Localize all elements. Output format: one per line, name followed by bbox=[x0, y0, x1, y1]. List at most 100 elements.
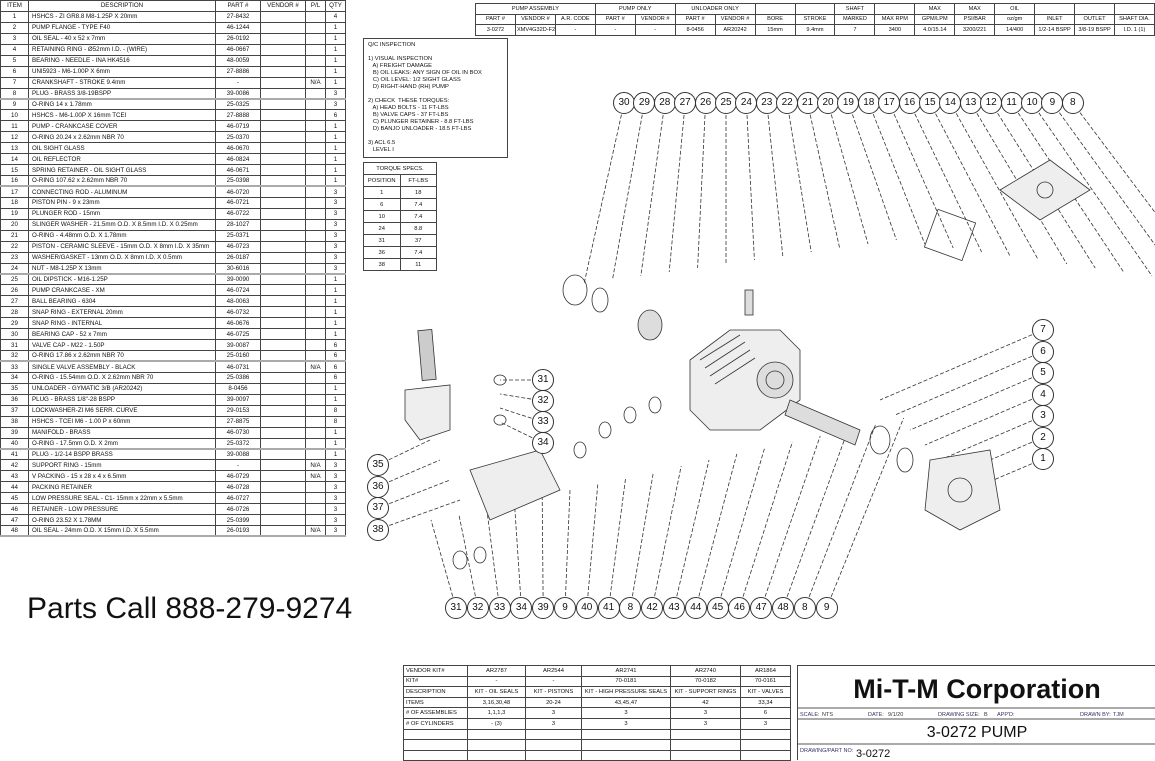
kit-cell: DESCRIPTION bbox=[403, 686, 468, 698]
date-label: DATE: bbox=[868, 712, 884, 718]
callout-balloon-28: 28 bbox=[653, 92, 676, 114]
parts-cell: 48-0059 bbox=[215, 54, 261, 67]
torque-cell: 36 bbox=[363, 246, 401, 259]
kit-cell: 20-24 bbox=[525, 696, 582, 709]
torque-cell: 10 bbox=[363, 210, 401, 223]
parts-cell: 45 bbox=[0, 492, 29, 505]
parts-cell: N/A bbox=[305, 459, 326, 472]
drawing-title: 3-0272 PUMP bbox=[926, 724, 1028, 741]
parts-cell bbox=[305, 32, 326, 45]
parts-cell: PLUG - BRASS 1/8"-28 BSPP bbox=[28, 393, 216, 406]
parts-cell: 15 bbox=[0, 164, 29, 176]
parts-cell: BALL BEARING - 6304 bbox=[28, 295, 216, 308]
kit-cell bbox=[467, 728, 526, 741]
crankcase-cover bbox=[999, 159, 1091, 221]
parts-cell: 8 bbox=[0, 87, 29, 100]
parts-cell: 46-1244 bbox=[215, 21, 261, 34]
spec-group-header bbox=[1034, 3, 1076, 15]
parts-cell: 29-0153 bbox=[215, 404, 261, 417]
parts-cell bbox=[305, 295, 326, 308]
kit-cell bbox=[403, 749, 468, 761]
kit-cell bbox=[740, 728, 791, 741]
parts-cell: 44 bbox=[0, 481, 29, 494]
parts-cell: 46-0667 bbox=[215, 43, 261, 56]
leader-line bbox=[586, 483, 599, 609]
spec-group-header bbox=[794, 3, 836, 15]
kit-cell: 3 bbox=[740, 717, 791, 730]
kit-cell: 33,34 bbox=[740, 696, 791, 709]
parts-cell: 1 bbox=[325, 65, 346, 78]
parts-cell bbox=[260, 240, 306, 253]
callout-balloon-41: 41 bbox=[597, 597, 620, 619]
parts-cell: 3 bbox=[325, 525, 346, 538]
parts-cell: OIL SEAL - 24mm O.D. X 15mm I.D. X 5.5mm bbox=[28, 525, 216, 538]
parts-cell: 19 bbox=[0, 207, 29, 220]
kit-cell: KIT - VALVES bbox=[740, 686, 791, 698]
parts-cell: 26-0193 bbox=[215, 525, 261, 538]
leader-line bbox=[668, 102, 686, 273]
drawing-size-label: DRAWING SIZE: bbox=[938, 712, 980, 718]
callout-balloon-40: 40 bbox=[575, 597, 598, 619]
callout-balloon-44: 44 bbox=[684, 597, 707, 619]
parts-cell: 46-0719 bbox=[215, 120, 261, 133]
parts-cell: 25-0371 bbox=[215, 229, 261, 242]
parts-cell: 27-8888 bbox=[215, 109, 261, 122]
parts-cell: 30-6016 bbox=[215, 262, 261, 275]
callout-balloon-9: 9 bbox=[1041, 92, 1064, 114]
spec-header: SHAFT DIA. bbox=[1114, 13, 1155, 25]
parts-cell bbox=[260, 382, 306, 395]
parts-cell: 1 bbox=[325, 448, 346, 461]
parts-cell: NUT - M8-1.25P X 13mm bbox=[28, 262, 216, 275]
parts-cell bbox=[305, 43, 326, 56]
parts-cell: 1 bbox=[0, 10, 29, 23]
torque-cell: 31 bbox=[363, 234, 401, 247]
parts-cell bbox=[260, 229, 306, 242]
leader-line bbox=[1011, 102, 1124, 273]
callout-balloon-36: 36 bbox=[367, 475, 389, 498]
parts-cell: O-RING 20.24 x 2.62mm NBR 70 bbox=[28, 131, 216, 144]
leader-line bbox=[760, 435, 821, 609]
parts-cell: RETAINER - LOW PRESSURE bbox=[28, 503, 216, 516]
parts-cell: 46-0722 bbox=[215, 207, 261, 220]
parts-cell: 11 bbox=[0, 120, 29, 133]
parts-cell: 25-0399 bbox=[215, 514, 261, 526]
leader-line bbox=[1052, 102, 1155, 246]
callout-balloon-34: 34 bbox=[510, 597, 533, 619]
parts-cell bbox=[305, 251, 326, 264]
kit-cell: 1,1,1,3 bbox=[467, 707, 526, 719]
leader-line bbox=[766, 102, 784, 257]
torque-cell: 7.4 bbox=[399, 246, 437, 259]
parts-column-header: VENDOR # bbox=[260, 0, 306, 12]
parts-cell: - bbox=[215, 76, 261, 89]
parts-column-header: PART # bbox=[215, 0, 261, 12]
leader-line bbox=[929, 102, 1011, 257]
kit-cell: 3 bbox=[525, 707, 582, 719]
kit-cell: 42 bbox=[670, 696, 741, 709]
parts-cell: 6 bbox=[325, 371, 346, 384]
leader-line bbox=[746, 102, 755, 261]
parts-cell: HSHCS - ZI GR8.8 M8-1.25P X 20mm bbox=[28, 10, 216, 23]
parts-cell: N/A bbox=[305, 525, 326, 538]
parts-column-header: DESCRIPTION bbox=[28, 0, 216, 12]
parts-cell: SINGLE VALVE ASSEMBLY - BLACK bbox=[28, 360, 216, 373]
spec-group-header bbox=[754, 3, 796, 15]
kit-cell: 43,45,47 bbox=[581, 696, 671, 709]
callout-balloon-31: 31 bbox=[532, 369, 554, 391]
parts-cell bbox=[260, 470, 306, 483]
callout-balloon-4: 4 bbox=[1032, 383, 1054, 406]
torque-cell: 8.8 bbox=[399, 222, 437, 235]
parts-cell bbox=[260, 284, 306, 297]
torque-cell: 7.4 bbox=[399, 210, 437, 223]
spec-value: 3/8-19 BSPP bbox=[1074, 24, 1115, 36]
leader-line bbox=[888, 102, 954, 249]
